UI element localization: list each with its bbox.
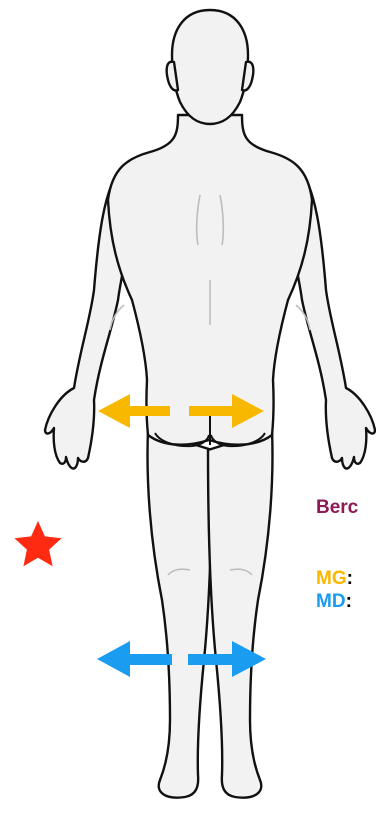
title-text: Berc [316, 497, 358, 518]
diagram-title: Berc [316, 497, 358, 519]
legend-mg-separator: : [347, 568, 353, 589]
star-icon [14, 521, 61, 566]
knee-arrow-left [97, 641, 172, 677]
legend-mg: MG: [316, 568, 353, 590]
legend-md: MD: [316, 591, 352, 613]
legend-md-label: MD [316, 591, 346, 612]
legend-md-separator: : [346, 591, 352, 612]
legend-mg-label: MG [316, 568, 347, 589]
torso [108, 115, 312, 445]
left-leg [148, 430, 212, 798]
human-figure-back [45, 10, 375, 798]
head [172, 10, 248, 124]
right-leg [208, 430, 272, 798]
